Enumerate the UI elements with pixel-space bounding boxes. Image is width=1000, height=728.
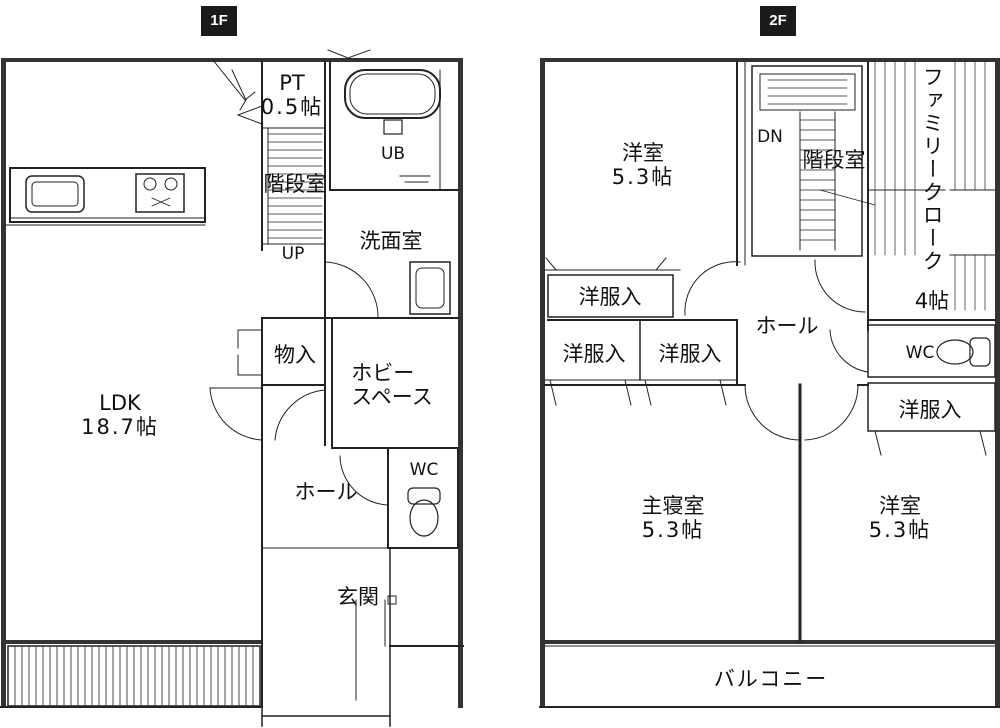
room-western-nw-size: 5.3帖 (611, 165, 675, 189)
room-family-closet-name: ファミリークローク (920, 66, 945, 273)
room-ldk: LDK 18.7帖 (81, 391, 159, 439)
room-entrance: 玄関 (337, 584, 379, 609)
room-stair-1f: 階段室 (263, 171, 327, 196)
room-storage: 物入 (274, 342, 316, 367)
room-western-nw: 洋室 5.3帖 (612, 141, 674, 189)
floor-2-badge: 2F (760, 6, 796, 36)
room-wc-2f: WC (905, 343, 935, 364)
room-master-bedroom-size: 5.3帖 (641, 518, 705, 542)
room-pt-name: PT (279, 70, 305, 95)
room-up: UP (281, 244, 305, 265)
room-wc-1f: WC (409, 460, 439, 481)
room-hall-2f: ホール (755, 313, 819, 338)
room-ub: UB (380, 144, 406, 165)
floor-1-walls (0, 49, 464, 727)
room-pt: PT 0.5帖 (261, 71, 323, 119)
room-hobby-name-2: スペース (351, 385, 433, 409)
room-closet-d: 洋服入 (898, 397, 962, 422)
room-closet-b: 洋服入 (562, 341, 626, 366)
room-western-se-size: 5.3帖 (868, 518, 932, 542)
room-hall-1f: ホール (294, 479, 358, 504)
room-western-se: 洋室 5.3帖 (869, 494, 931, 542)
floor-2-walls (539, 58, 1000, 708)
room-master-bedroom-name: 主寝室 (641, 493, 705, 518)
room-wash: 洗面室 (359, 228, 423, 253)
room-stair-2f: 階段室 (802, 147, 866, 172)
room-western-se-name: 洋室 (879, 493, 921, 518)
room-closet-a: 洋服入 (578, 284, 642, 309)
room-ldk-name: LDK (99, 390, 141, 415)
room-family-closet-size: 4帖 (914, 288, 950, 313)
room-master-bedroom: 主寝室 5.3帖 (642, 494, 705, 542)
room-hobby: ホビー スペース (351, 361, 432, 409)
room-western-nw-name: 洋室 (622, 140, 664, 165)
room-closet-c: 洋服入 (658, 341, 722, 366)
room-pt-size: 0.5帖 (260, 95, 324, 119)
room-dn: DN (757, 127, 783, 148)
room-ldk-size: 18.7帖 (81, 415, 159, 439)
room-hobby-name: ホビー (351, 360, 415, 385)
room-balcony: バルコニー (713, 666, 829, 691)
room-family-closet: ファミリークローク (920, 66, 944, 273)
floor-1-badge: 1F (201, 6, 237, 36)
